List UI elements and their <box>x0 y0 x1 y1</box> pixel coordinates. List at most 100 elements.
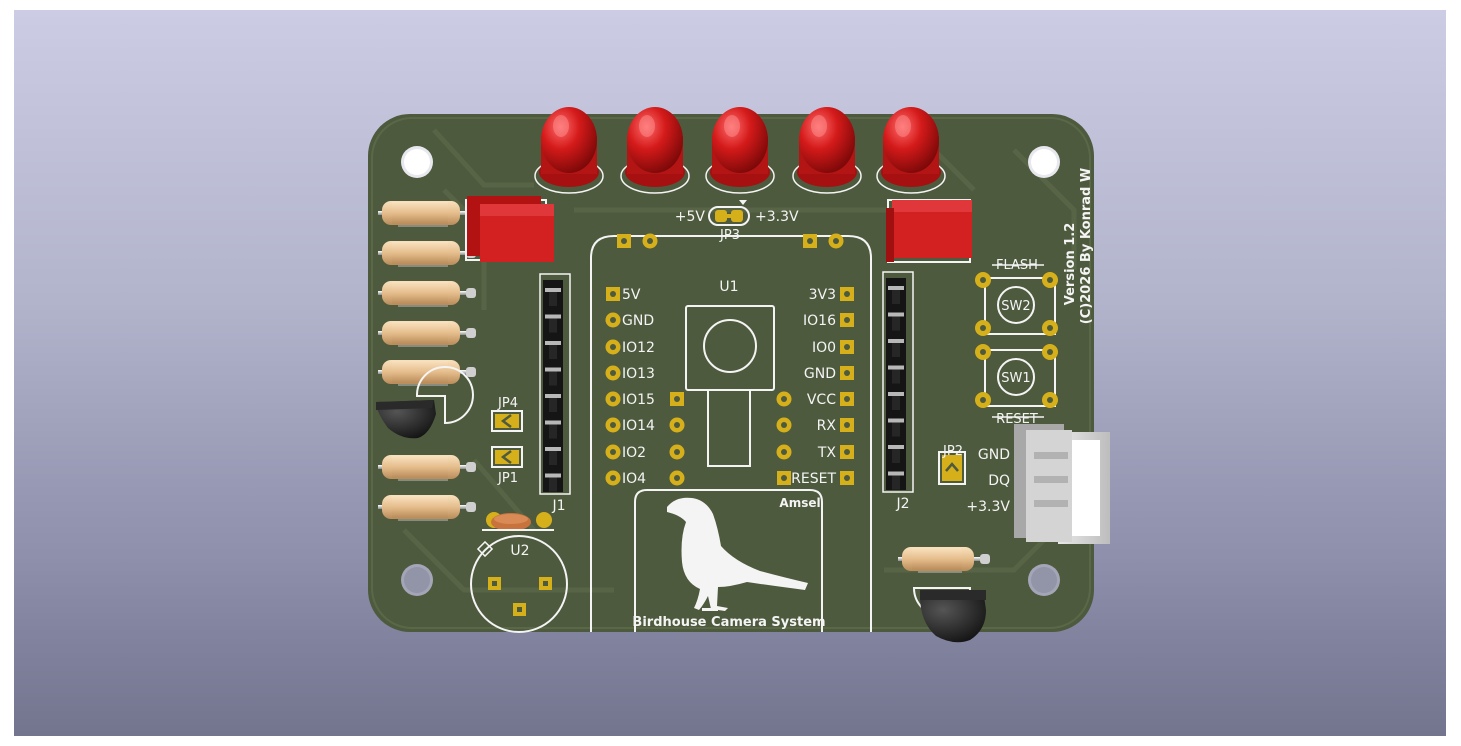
u1-pad-left-2 <box>605 312 621 328</box>
u1-pin-label-right-5: VCC <box>807 392 836 408</box>
u1-inner-pad-left-2 <box>669 417 685 433</box>
ceramic-capacitor <box>482 512 554 531</box>
pads-inner-left <box>669 392 685 486</box>
headerJ2-pin-4 <box>888 365 904 370</box>
u1-pin-label-right-3: IO0 <box>812 340 836 356</box>
headerJ1-pin-4 <box>545 367 561 372</box>
resistor-left-6 <box>378 455 476 481</box>
capacitor-left <box>465 196 554 262</box>
headerJ1-pin-2 <box>545 314 561 319</box>
u1-pad-left-1 <box>606 287 620 301</box>
u1-reference: U1 <box>719 279 738 295</box>
jumper-jp4[interactable] <box>491 410 523 432</box>
u1-pin-label-right-7: TX <box>817 445 837 461</box>
u1-pin-label-left-4: IO13 <box>622 366 655 382</box>
u1-pin-label-right-6: RX <box>817 418 837 434</box>
headerJ2-pin-8 <box>888 471 904 476</box>
u1-pin-label-left-5: IO15 <box>622 392 655 408</box>
u1-pad-right-4 <box>840 366 854 380</box>
mounting-hole-bottom-left <box>401 564 433 596</box>
headerJ2-pin-5 <box>888 392 904 396</box>
board-title: Birdhouse Camera System <box>632 615 825 630</box>
headerJ1-pin-5 <box>545 394 561 398</box>
resistor-left-1 <box>378 201 476 227</box>
sw2-reference: SW2 <box>1001 299 1030 314</box>
u1-pin-label-left-8: IO4 <box>622 471 646 487</box>
u1-pad-right-2 <box>840 313 854 327</box>
u1-pad-left-8 <box>605 470 621 486</box>
mounting-hole-bottom-right <box>1028 564 1060 596</box>
jumper-jp3[interactable] <box>708 200 750 226</box>
u1-inner-pad-right-4 <box>777 471 791 485</box>
headerJ2-pin-3 <box>888 339 904 343</box>
headerJ2-pin-6 <box>888 418 904 423</box>
u1-pad-right-8 <box>840 471 854 485</box>
u1-inner-pad-right-1 <box>776 391 792 407</box>
switch-sw2[interactable] <box>975 272 1058 336</box>
resistor-r-right <box>898 547 990 573</box>
headerJ1-pin-1 <box>545 288 561 292</box>
switch-label-overlines <box>992 264 1044 418</box>
resistor-left-4 <box>378 321 476 347</box>
pads-right-column <box>840 287 854 485</box>
u1-pin-label-left-1: 5V <box>622 287 641 303</box>
connector-label-3: +3.3V <box>966 499 1010 515</box>
resistor-left-7 <box>378 495 476 521</box>
u1-top-pad-4 <box>828 233 844 249</box>
resistor-left-3 <box>378 281 476 307</box>
switch-sw1[interactable] <box>975 344 1058 408</box>
u1-pads <box>605 233 854 486</box>
module-outline-u1 <box>590 235 872 632</box>
jp3-reference: JP3 <box>719 228 740 243</box>
u1-inner-pad-right-3 <box>776 444 792 460</box>
resistor-right-1 <box>898 547 990 573</box>
led-4 <box>792 107 862 194</box>
u1-inner-pad-right-2 <box>776 417 792 433</box>
connector-label-1: GND <box>978 447 1010 463</box>
u1-pad-left-3 <box>605 339 621 355</box>
connector-3pin <box>1014 424 1110 544</box>
u1-pad-right-1 <box>840 287 854 301</box>
u1-inner-pad-left-3 <box>669 444 685 460</box>
transistor-right <box>912 587 986 643</box>
headerJ2-pin-2 <box>888 312 904 317</box>
headerJ1-pin-8 <box>545 473 561 478</box>
u1-pin-label-left-7: IO2 <box>622 445 646 461</box>
u1-pin-label-right-2: IO16 <box>803 313 836 329</box>
u1-pin-label-left-3: IO12 <box>622 340 655 356</box>
u1-pin-label-left-6: IO14 <box>622 418 655 434</box>
u2-reference: U2 <box>510 543 529 559</box>
pin-header-j1 <box>539 273 571 495</box>
resistor-left-2 <box>378 241 476 267</box>
copyright-label: (C)2026 By Konrad W <box>1079 168 1094 324</box>
pads-left-column <box>605 287 621 486</box>
jp3-right-label: +3.3V <box>755 209 799 225</box>
u1-pad-left-6 <box>605 417 621 433</box>
u1-top-pad-2 <box>642 233 658 249</box>
u1-top-pad-1 <box>617 234 631 248</box>
u1-pad-right-7 <box>840 445 854 459</box>
pads-top-pair <box>617 233 844 249</box>
version-label: Version 1.2 <box>1063 223 1078 306</box>
bird-silhouette-icon <box>667 497 808 611</box>
mounting-hole-top-right <box>1028 146 1060 178</box>
headerJ2-pin-7 <box>888 445 904 449</box>
mounting-hole-top-left <box>401 146 433 178</box>
resistor-left-5 <box>378 360 476 386</box>
jp2-reference: JP2 <box>942 444 963 459</box>
u1-pad-right-3 <box>840 340 854 354</box>
u1-pad-right-5 <box>840 392 854 406</box>
jp1-reference: JP1 <box>497 471 518 486</box>
sw1-label: RESET <box>996 412 1038 427</box>
jumper-jp2[interactable] <box>938 451 966 485</box>
u1-pad-left-5 <box>605 391 621 407</box>
jumper-jp1[interactable] <box>491 446 523 468</box>
j2-reference: J2 <box>895 496 909 512</box>
pads-inner-right <box>776 391 792 485</box>
jp4-reference: JP4 <box>497 396 518 411</box>
